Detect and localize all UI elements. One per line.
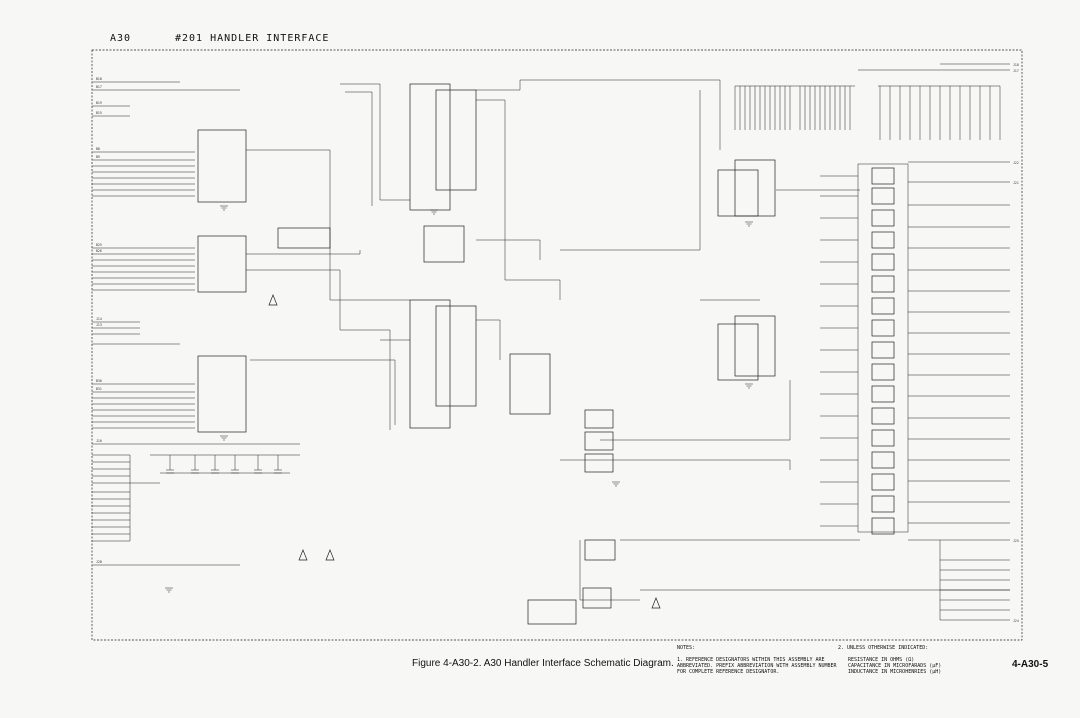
svg-text:B17: B17	[96, 85, 102, 89]
ic-u13	[734, 315, 776, 377]
ic-u8	[435, 305, 477, 407]
optocoupler-column	[857, 163, 909, 535]
ic-u3	[409, 83, 451, 211]
ic-u5	[423, 225, 465, 263]
ic-u4	[435, 89, 477, 191]
note-2-heading: 2. UNLESS OTHERWISE INDICATED:	[838, 645, 929, 651]
svg-text:J17: J17	[1013, 69, 1019, 73]
capacitor-bank	[150, 454, 300, 474]
svg-text:J10: J10	[96, 439, 102, 443]
svg-text:B8: B8	[96, 147, 100, 151]
pullup-resistor-array	[734, 85, 1001, 140]
svg-text:B31: B31	[96, 387, 102, 391]
right-connector-pins	[820, 63, 1010, 621]
test-points	[268, 294, 661, 609]
ground-symbols	[165, 205, 753, 593]
svg-text:B19: B19	[96, 101, 102, 105]
resistor-network	[277, 227, 331, 249]
notes-heading: NOTES:	[677, 645, 696, 651]
svg-text:B30: B30	[96, 379, 102, 383]
ic-u1	[197, 129, 247, 203]
svg-text:J22: J22	[1013, 161, 1019, 165]
ic-u2	[197, 235, 247, 293]
ic-u6	[409, 299, 451, 429]
unit-inductance: INDUCTANCE IN MICROHENRIES (μH)	[848, 669, 942, 675]
ic-u12	[717, 323, 759, 381]
page-number: 4-A30-5	[1012, 659, 1049, 670]
units-list: RESISTANCE IN OHMS (Ω) CAPACITANCE IN MI…	[848, 657, 968, 675]
bus-wires	[246, 79, 1010, 601]
sheet-title: #201 HANDLER INTERFACE	[175, 33, 330, 44]
ic-u10	[717, 169, 759, 217]
svg-text:B25: B25	[96, 243, 102, 247]
sheet-border	[91, 49, 1023, 641]
ic-u9	[509, 353, 551, 415]
left-connector-pins	[92, 81, 300, 566]
unit-resistance: RESISTANCE IN OHMS (Ω)	[848, 657, 915, 663]
ic-u11	[734, 159, 776, 217]
note-1: 1. REFERENCE DESIGNATORS WITHIN THIS ASS…	[677, 657, 837, 675]
svg-text:B9: B9	[96, 155, 100, 159]
svg-text:B15: B15	[96, 111, 102, 115]
ic-u7	[197, 355, 247, 433]
svg-text:B26: B26	[96, 249, 102, 253]
unit-capacitance: CAPACITANCE IN MICROFARADS (μF)	[848, 663, 942, 669]
figure-caption: Figure 4-A30-2. A30 Handler Interface Sc…	[412, 658, 674, 669]
svg-text:B18: B18	[96, 77, 102, 81]
svg-text:J18: J18	[1013, 63, 1019, 67]
svg-text:J21: J21	[1013, 181, 1019, 185]
svg-text:J13: J13	[96, 323, 102, 327]
center-optocouplers	[527, 409, 616, 625]
svg-text:J14: J14	[96, 317, 102, 321]
svg-text:J24: J24	[1013, 619, 1019, 623]
assembly-id: A30	[110, 33, 132, 44]
svg-text:J25: J25	[1013, 539, 1019, 543]
svg-text:J2B: J2B	[96, 560, 102, 564]
